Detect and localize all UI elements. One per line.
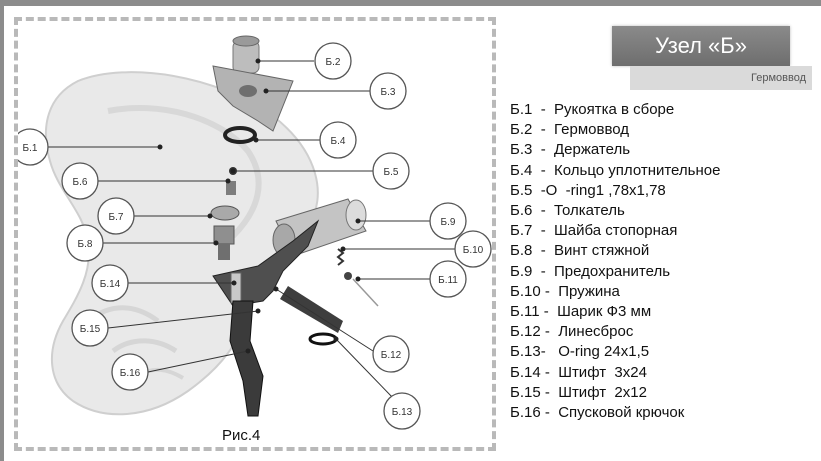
legend-item: Б.8 - Винт стяжной [510,242,650,260]
callout-b7: Б.7 [97,197,135,235]
leader-lines [48,58,456,400]
legend-item: Б.13- O-ring 24x1,5 [510,343,650,361]
callout-b4: Б.4 [319,121,357,159]
legend-item: Б.16 - Спусковой крючок [510,404,685,422]
legend-item: Б.7 - Шайба стопорная [510,222,678,240]
legend-item: Б.2 - Гермоввод [510,121,630,139]
callout-b14: Б.14 [91,264,129,302]
legend-item: Б.4 - Кольцо уплотнительное [510,161,721,179]
figure-frame [14,17,496,451]
svg-text:Б.15: Б.15 [80,324,101,335]
screw-part [213,225,235,260]
exploded-assembly-diagram: Б.1 Б.2 Б.3 Б.4 Б.5 Б.6 Б.7 Б.8 Б.9 Б.10… [18,35,492,430]
callout-b9: Б.9 [429,202,467,240]
window-frame-top [0,0,821,6]
o-ring-part [223,126,257,144]
parts-legend: Б.1 - Рукоятка в сборе Б.2 - Гермоввод Б… [510,100,818,423]
callout-b12: Б.12 [372,335,410,373]
trigger-hook-part [229,300,264,417]
callout-b3: Б.3 [369,72,407,110]
svg-text:Б.11: Б.11 [438,275,458,286]
svg-text:Б.6: Б.6 [73,177,88,188]
legend-item: Б.11 - Шарик Ф3 мм [510,303,652,321]
assembly-subtitle: Гермоввод [630,66,812,90]
legend-item: Б.1 - Рукоятка в сборе [510,101,675,118]
callout-b10: Б.10 [454,230,492,268]
gland-part [232,35,260,74]
legend-item: Б.12 - Линесброс [510,323,634,341]
svg-text:Б.5: Б.5 [384,167,399,178]
svg-text:Б.14: Б.14 [100,279,121,290]
legend-item: Б.15 - Штифт 2x12 [510,383,647,401]
svg-text:Б.3: Б.3 [381,87,396,98]
callout-b8: Б.8 [66,224,104,262]
figure-caption: Рис.4 [222,427,261,444]
callout-b11: Б.11 [429,260,467,298]
svg-text:Б.1: Б.1 [23,143,38,154]
legend-item: Б.3 - Держатель [510,141,631,159]
washer-part [210,205,240,221]
legend-item: Б.9 - Предохранитель [510,262,671,280]
legend-item: Б.14 - Штифт 3x24 [510,363,647,381]
svg-text:Б.13: Б.13 [392,407,413,418]
svg-text:Б.10: Б.10 [463,245,484,256]
legend-item: Б.5 -О -ring1 ,78x1,78 [510,181,666,199]
svg-text:Б.2: Б.2 [326,57,341,68]
callout-b2: Б.2 [314,42,352,80]
svg-text:Б.4: Б.4 [331,136,346,147]
callout-b15: Б.15 [71,309,109,347]
svg-text:Б.12: Б.12 [381,350,402,361]
svg-text:Б.16: Б.16 [120,368,141,379]
holder-part [212,65,294,132]
callout-b6: Б.6 [61,162,99,200]
svg-text:Б.7: Б.7 [109,212,124,223]
callout-b1: Б.1 [18,128,49,166]
callout-b13: Б.13 [383,392,421,430]
assembly-title: Узел «Б» [612,26,790,66]
window-frame-left [0,0,4,461]
header-block: Узел «Б» Гермоввод [600,26,812,90]
legend-item: Б.6 - Толкатель [510,202,625,220]
legend-item: Б.10 - Пружина [510,282,620,300]
svg-text:Б.9: Б.9 [441,217,456,228]
svg-text:Б.8: Б.8 [78,239,93,250]
callout-b5: Б.5 [372,152,410,190]
callout-b16: Б.16 [111,353,149,391]
